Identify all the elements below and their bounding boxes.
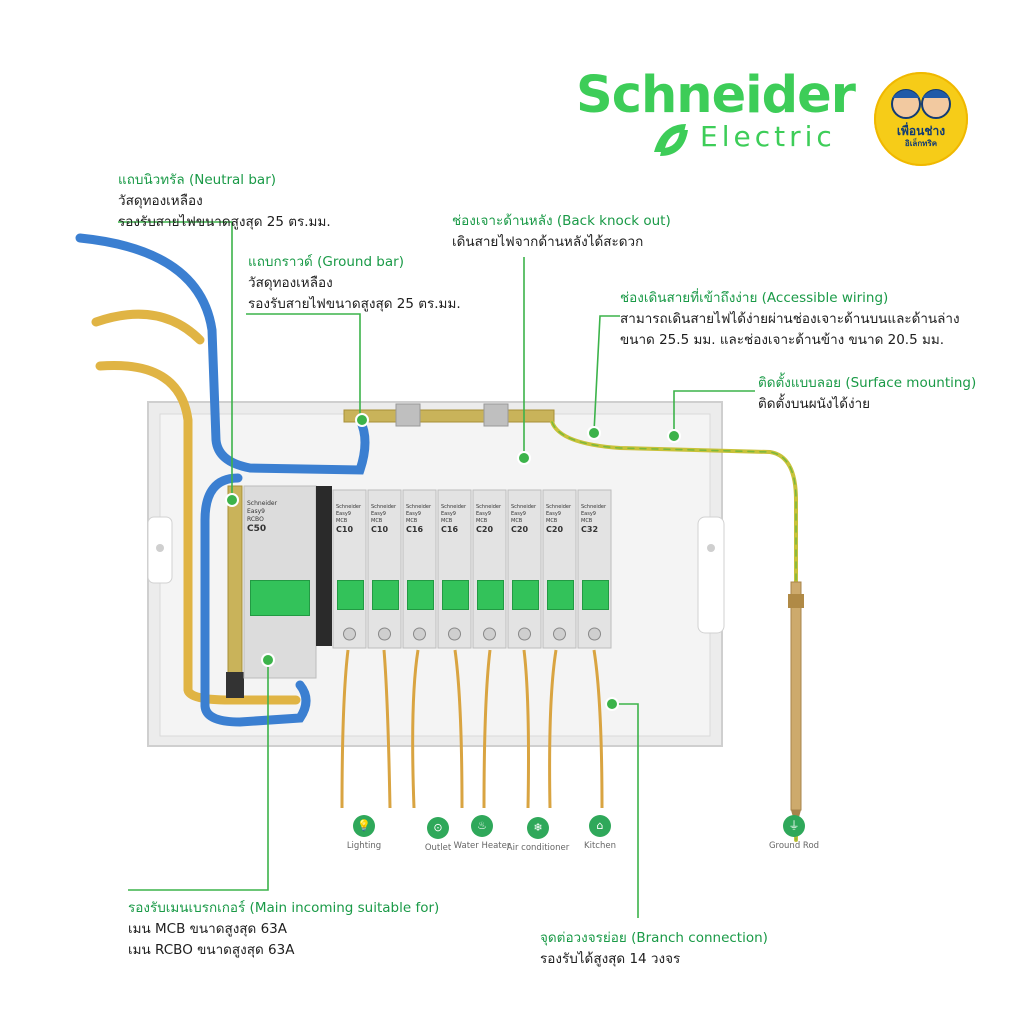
neutral-bar — [226, 485, 244, 698]
schneider-logo-icon — [654, 124, 688, 156]
breaker-body — [507, 489, 542, 649]
terminal-screw — [518, 627, 531, 641]
partner-badge — [874, 72, 968, 166]
main-breaker-handle[interactable] — [250, 580, 310, 616]
terminal-screw — [483, 627, 496, 641]
load-label: Air conditioner — [506, 843, 570, 853]
water-heater-icon: ♨ — [471, 815, 493, 837]
terminal-screw — [588, 627, 601, 641]
breaker-handle[interactable] — [547, 580, 574, 610]
callout-accessible-wiring: ช่องเดินสายที่เข้าถึงง่าย (Accessible wi… — [620, 290, 960, 348]
callout-branch-connection: จุดต่อวงจรย่อย (Branch connection) รองรั… — [540, 930, 768, 967]
breaker-body — [437, 489, 472, 649]
breaker-body — [577, 489, 612, 649]
breaker-handle[interactable] — [512, 580, 539, 610]
live-wires — [91, 309, 301, 705]
breaker-handle[interactable] — [477, 580, 504, 610]
breaker-body — [542, 489, 577, 649]
callout-back-knockout: ช่องเจาะด้านหลัง (Back knock out) เดินสา… — [452, 213, 671, 250]
ground-rod — [788, 581, 804, 828]
callout-ground-bar: แถบกราวด์ (Ground bar) วัสดุทองเหลือง รอ… — [248, 254, 461, 312]
breaker-body — [332, 489, 367, 649]
load-label: Outlet — [424, 843, 452, 853]
callout-main-incoming: รองรับเมนเบรกเกอร์ (Main incoming suitab… — [128, 900, 440, 958]
leader-dots — [225, 413, 681, 711]
breaker-handle[interactable] — [407, 580, 434, 610]
branch-wires — [340, 649, 604, 809]
breaker-body — [402, 489, 437, 649]
terminal-screw — [553, 627, 566, 641]
brand-sub: Electric — [700, 120, 836, 153]
breaker-handle[interactable] — [582, 580, 609, 610]
load-label: Lighting — [346, 841, 382, 851]
terminal-screw — [343, 627, 356, 641]
neutral-wires — [75, 233, 370, 727]
breaker-body — [472, 489, 507, 649]
breaker-handle[interactable] — [337, 580, 364, 610]
ground-wire — [550, 420, 798, 842]
kitchen-icon: ⌂ — [589, 815, 611, 837]
ground-icon: ⏚ — [783, 815, 805, 837]
lightbulb-icon: 💡 — [353, 815, 375, 837]
outlet-icon: ⊙ — [427, 817, 449, 839]
badge-subtitle: อิเล็กทริค — [904, 139, 938, 148]
mascot-icon — [891, 89, 951, 119]
din-rail — [316, 486, 332, 646]
breaker-body — [367, 489, 402, 649]
load-label: Kitchen — [584, 841, 616, 851]
breaker-handle[interactable] — [372, 580, 399, 610]
branch-breakers — [332, 489, 612, 649]
terminal-screw — [413, 627, 426, 641]
brand-name: Schneider — [576, 66, 856, 125]
terminal-screw — [448, 627, 461, 641]
load-label: Water Heater — [453, 841, 511, 851]
ground-bar — [343, 403, 555, 427]
leader-lines — [118, 221, 755, 918]
callout-surface-mounting: ติดตั้งแบบลอย (Surface mounting) ติดตั้ง… — [758, 375, 977, 412]
breaker-handle[interactable] — [442, 580, 469, 610]
air-conditioner-icon: ❄ — [527, 817, 549, 839]
load-label: Ground Rod — [768, 841, 820, 851]
callout-neutral-bar: แถบนิวทรัล (Neutral bar) วัสดุทองเหลือง … — [118, 172, 331, 230]
badge-title: เพื่อนช่าง — [896, 124, 946, 138]
main-breaker-label: Schneider Easy9 RCBO C50 — [247, 500, 278, 534]
terminal-screw — [378, 627, 391, 641]
